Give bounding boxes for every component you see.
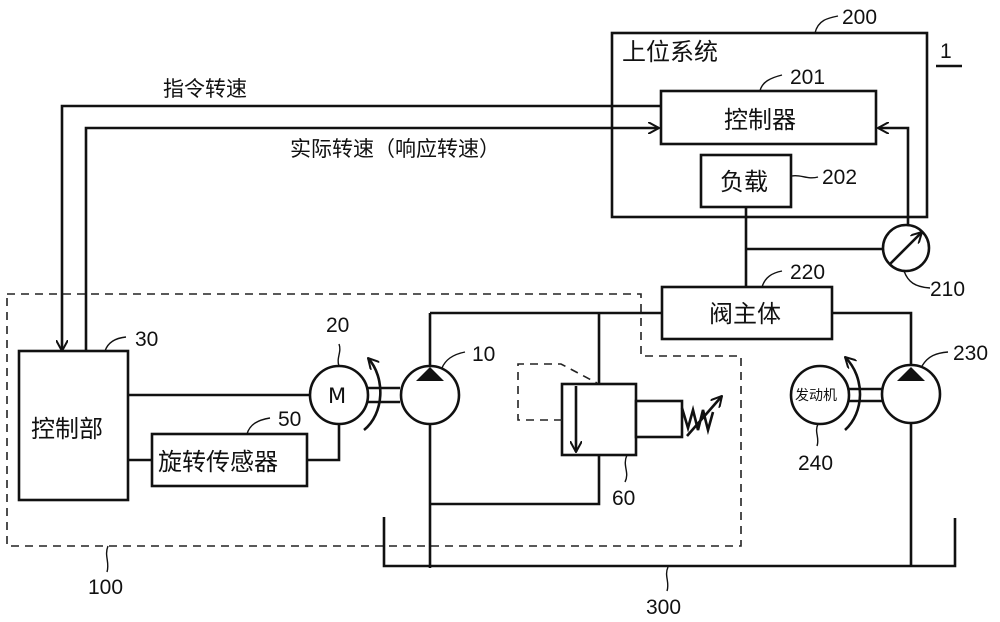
command-speed-label: 指令转速 — [163, 77, 247, 101]
relief-valve-box — [562, 384, 636, 455]
leader-220 — [762, 271, 782, 287]
relief-return-line — [430, 455, 599, 504]
leader-300 — [667, 567, 668, 591]
control-unit-label: 控制部 — [31, 415, 103, 443]
leader-100 — [107, 546, 108, 572]
pump230-outlet-line — [832, 313, 911, 367]
ref-240: 240 — [798, 452, 833, 475]
ref-201: 201 — [790, 66, 825, 89]
ref-230: 230 — [953, 342, 988, 365]
leader-10 — [442, 352, 465, 368]
actual-speed-label: 实际转速（响应转速） — [290, 137, 500, 161]
leader-60 — [625, 455, 627, 482]
leader-200 — [815, 16, 838, 33]
ref-60: 60 — [612, 487, 635, 510]
leader-240 — [817, 424, 818, 446]
pump-230: 230 — [832, 313, 988, 566]
figure-number: 1 — [940, 40, 952, 63]
load-label: 负载 — [720, 168, 768, 196]
tank: 300 — [384, 517, 955, 619]
leader-30 — [105, 337, 126, 351]
ref-20: 20 — [326, 314, 349, 337]
pressure-sensor-210: 210 — [883, 225, 965, 301]
ref-210: 210 — [930, 278, 965, 301]
relief-valve: 60 — [518, 364, 722, 510]
rotation-sensor: 旋转传感器 50 — [128, 408, 339, 486]
spring-housing — [636, 401, 682, 437]
ref-30: 30 — [135, 328, 158, 351]
leader-50 — [247, 418, 270, 434]
upper-system-label: 上位系统 — [622, 38, 718, 66]
sensor-motor-line — [307, 423, 339, 460]
ref-202: 202 — [822, 166, 857, 189]
controller-label: 控制器 — [724, 106, 796, 134]
ref-100: 100 — [88, 576, 123, 599]
actual-speed-line — [86, 128, 659, 351]
figure-ref: 1 — [936, 40, 962, 66]
leader-230 — [922, 352, 948, 366]
tank-outline — [384, 517, 955, 566]
engine-label: 发动机 — [795, 388, 837, 404]
ref-200: 200 — [842, 6, 877, 29]
motor: M 20 — [310, 314, 400, 430]
leader-210 — [904, 271, 930, 288]
ref-220: 220 — [790, 261, 825, 284]
valve-body-label: 阀主体 — [709, 300, 781, 328]
ref-50: 50 — [278, 408, 301, 431]
ref-300: 300 — [646, 596, 681, 619]
control-unit: 控制部 30 — [19, 328, 158, 500]
pump-10: 10 — [401, 313, 495, 568]
ref-10: 10 — [472, 343, 495, 366]
motor-symbol: M — [328, 384, 346, 408]
leader-20 — [338, 344, 340, 366]
rotation-sensor-label: 旋转传感器 — [158, 448, 278, 476]
engine: 发动机 240 — [791, 357, 882, 475]
